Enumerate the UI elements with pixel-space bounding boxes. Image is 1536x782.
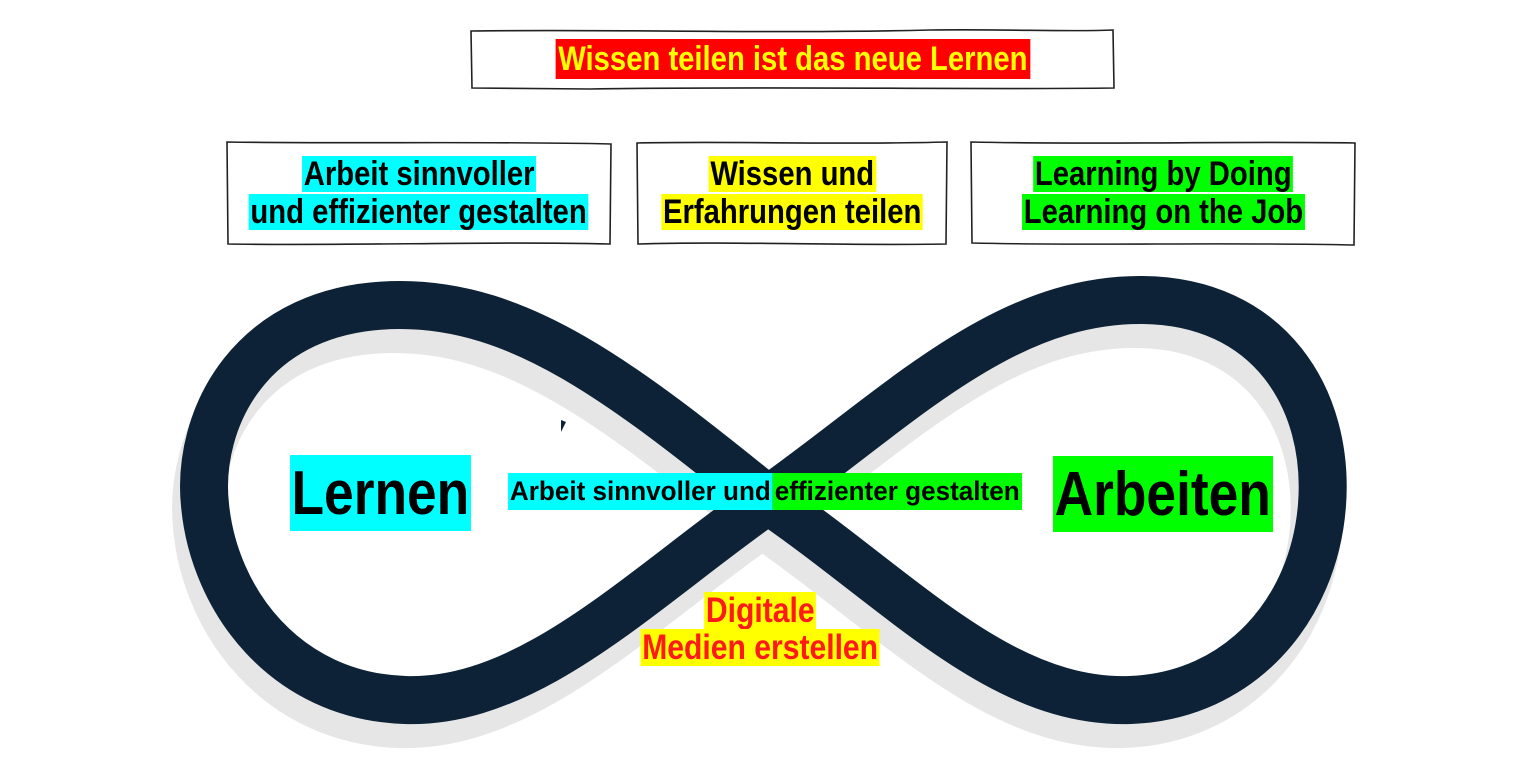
center-caption: Arbeit sinnvoller und effizienter gestal… — [508, 473, 1022, 510]
goal-box-work: Arbeit sinnvoller und effizienter gestal… — [226, 140, 612, 246]
goal-box-line-1: Learning by Doing — [1032, 155, 1294, 193]
goal-box-line-2: Erfahrungen teilen — [661, 193, 923, 231]
title-text: Wissen teilen ist das neue Lernen — [555, 39, 1030, 79]
goal-box-frame — [970, 141, 1356, 246]
goal-box-line-1: Arbeit sinnvoller — [301, 155, 537, 193]
title-box: Wissen teilen ist das neue Lernen — [470, 28, 1115, 90]
title-box-frame — [470, 28, 1115, 90]
digital-media-line-2: Medien erstellen — [640, 628, 880, 667]
goal-box-line-2: Learning on the Job — [1021, 193, 1305, 231]
digital-media-line-1: Digitale — [703, 591, 817, 630]
lernen-label: Lernen — [290, 455, 471, 531]
goal-box-line-2: und effizienter gestalten — [249, 193, 589, 231]
goal-box-share: Wissen und Erfahrungen teilen — [636, 140, 948, 246]
goal-box-doing: Learning by Doing Learning on the Job — [970, 140, 1356, 246]
arbeiten-label: Arbeiten — [1053, 456, 1273, 532]
center-caption-part-2: effizienter gestalten — [772, 473, 1022, 510]
goal-box-line-1: Wissen und — [708, 155, 876, 193]
goal-box-frame — [226, 141, 612, 246]
small-tick-mark — [561, 420, 566, 432]
goal-box-frame — [636, 141, 948, 246]
digital-media-label: Digitale Medien erstellen — [580, 592, 940, 666]
center-caption-part-1: Arbeit sinnvoller und — [508, 473, 773, 510]
